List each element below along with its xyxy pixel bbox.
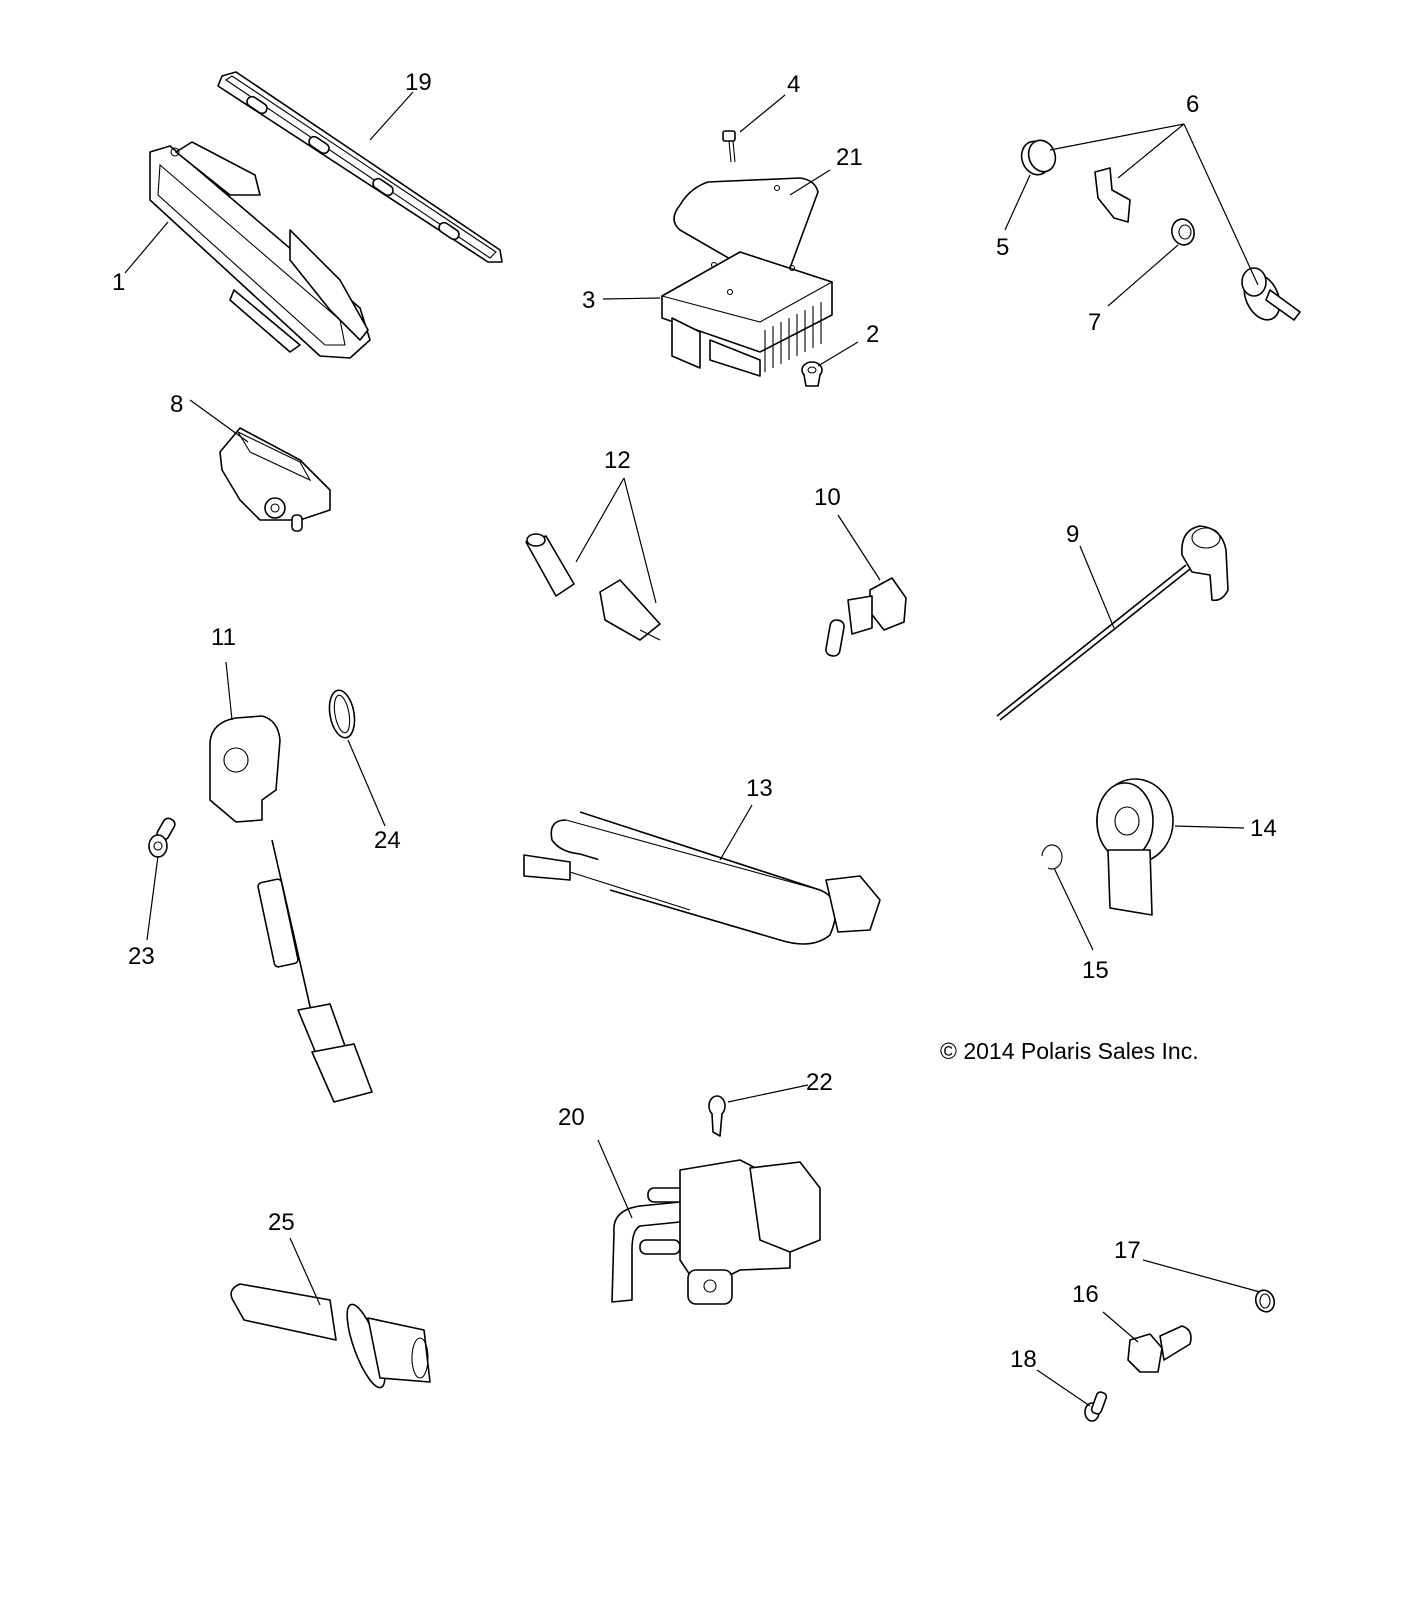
leader-8 bbox=[189, 399, 249, 443]
leader-3 bbox=[602, 297, 661, 300]
leader-20 bbox=[597, 1139, 633, 1219]
leader-23 bbox=[146, 855, 159, 941]
leader-6a bbox=[1049, 123, 1185, 151]
callout-1: 1 bbox=[112, 269, 125, 296]
leader-18 bbox=[1036, 1369, 1091, 1407]
callout-16: 16 bbox=[1072, 1281, 1099, 1308]
callout-12: 12 bbox=[604, 447, 631, 474]
part-19-bracket bbox=[217, 71, 503, 263]
callout-23: 23 bbox=[128, 943, 155, 970]
part-4-screw bbox=[722, 130, 736, 163]
part-6-sensor bbox=[1241, 267, 1301, 321]
callout-13: 13 bbox=[746, 775, 773, 802]
leader-19 bbox=[369, 91, 414, 141]
part-18-bolt bbox=[1084, 1391, 1108, 1422]
leader-12a bbox=[575, 477, 625, 563]
part-1-ecu bbox=[149, 141, 371, 359]
part-13-harness bbox=[523, 811, 881, 945]
callout-8: 8 bbox=[170, 391, 183, 418]
callout-4: 4 bbox=[787, 71, 800, 98]
callout-6: 6 bbox=[1186, 91, 1199, 118]
part-8-map-sensor bbox=[219, 427, 331, 532]
callout-15: 15 bbox=[1082, 957, 1109, 984]
leader-4 bbox=[739, 94, 786, 133]
leader-14 bbox=[1174, 825, 1245, 829]
callout-5: 5 bbox=[996, 234, 1009, 261]
part-10-temp-sensor bbox=[825, 577, 907, 657]
part-2-plug bbox=[801, 361, 823, 387]
leader-10 bbox=[837, 514, 881, 581]
leader-22 bbox=[727, 1084, 809, 1103]
part-14-knock-sensor bbox=[1096, 778, 1174, 916]
leader-13 bbox=[719, 804, 753, 861]
callout-2: 2 bbox=[866, 321, 879, 348]
callout-20: 20 bbox=[558, 1104, 585, 1131]
part-9-probe-sensor bbox=[996, 525, 1229, 721]
callout-17: 17 bbox=[1114, 1237, 1141, 1264]
part-20-valve bbox=[611, 1159, 821, 1305]
leader-2 bbox=[817, 341, 859, 367]
leader-21 bbox=[789, 169, 831, 196]
leader-lines bbox=[124, 91, 1261, 1407]
part-5-grommet bbox=[1020, 139, 1057, 176]
leader-7 bbox=[1107, 244, 1179, 307]
part-16-speed-sensor bbox=[1127, 1325, 1192, 1373]
leader-15 bbox=[1053, 867, 1094, 951]
leader-9 bbox=[1079, 545, 1115, 629]
leader-1 bbox=[124, 221, 169, 274]
callout-18: 18 bbox=[1010, 1346, 1037, 1373]
callout-25: 25 bbox=[268, 1209, 295, 1236]
leader-5 bbox=[1004, 174, 1031, 231]
callout-21: 21 bbox=[836, 144, 863, 171]
part-17-o-ring bbox=[1254, 1289, 1276, 1313]
callout-24: 24 bbox=[374, 827, 401, 854]
part-22-screw bbox=[708, 1095, 726, 1137]
callout-10: 10 bbox=[814, 484, 841, 511]
copyright-notice: © 2014 Polaris Sales Inc. bbox=[940, 1038, 1199, 1064]
callout-22: 22 bbox=[806, 1069, 833, 1096]
leader-12b bbox=[623, 477, 657, 604]
leader-11 bbox=[225, 661, 233, 721]
callout-11: 11 bbox=[211, 624, 236, 651]
part-24-o-ring bbox=[328, 689, 356, 739]
leader-6b bbox=[1117, 123, 1185, 179]
part-11-tps-harness bbox=[209, 715, 373, 1103]
leader-25 bbox=[289, 1237, 321, 1306]
callout-19: 19 bbox=[405, 69, 432, 96]
callout-3: 3 bbox=[582, 287, 595, 314]
part-25-sensor-connector bbox=[230, 1283, 431, 1389]
part-23-bolt bbox=[148, 817, 176, 858]
part-12-connectors bbox=[525, 533, 661, 641]
callout-14: 14 bbox=[1250, 815, 1277, 842]
callout-7: 7 bbox=[1088, 309, 1101, 336]
leader-17 bbox=[1142, 1259, 1261, 1293]
leader-24 bbox=[347, 739, 386, 827]
leader-16 bbox=[1102, 1311, 1139, 1343]
part-7-washer bbox=[1171, 218, 1195, 246]
leader-6c bbox=[1183, 123, 1259, 286]
part-21-gasket bbox=[673, 177, 819, 283]
part-6-clip bbox=[1094, 167, 1131, 223]
part-15-clip bbox=[1041, 844, 1063, 870]
callout-labels: 19 1 4 21 3 2 6 5 7 8 12 10 9 11 24 23 1… bbox=[112, 69, 1277, 1373]
callout-9: 9 bbox=[1066, 521, 1079, 548]
part-3-regulator bbox=[660, 251, 834, 377]
